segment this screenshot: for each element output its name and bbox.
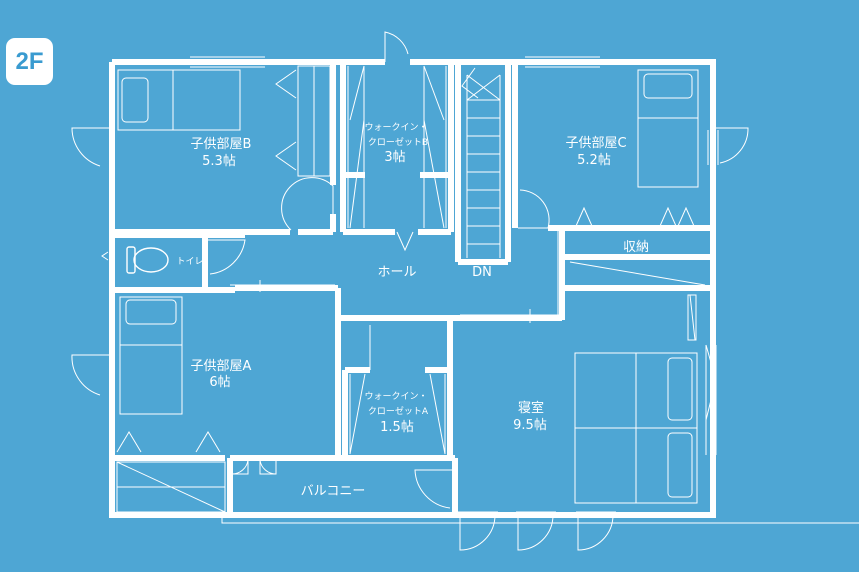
- child-room-a-size: 6帖: [209, 375, 230, 390]
- storage-label: 収納: [623, 240, 649, 255]
- floor-badge: 2F: [6, 38, 53, 85]
- child-room-a-name: 子供部屋A: [191, 359, 252, 374]
- balcony-label: バルコニー: [301, 484, 366, 499]
- stairs-label: DN: [472, 265, 492, 280]
- bedroom-name: 寝室: [518, 400, 544, 416]
- wic-b-name-1: ウォークイン・: [364, 122, 427, 133]
- wic-a-name-1: ウォークイン・: [364, 391, 427, 402]
- stair-treads: [461, 67, 501, 245]
- wic-b-size: 3帖: [384, 150, 405, 165]
- hall-label: ホール: [377, 265, 416, 280]
- wic-a-name-2: クローゼットA: [368, 405, 429, 417]
- wic-a-size: 1.5帖: [380, 420, 414, 435]
- toilet-label: トイレ: [176, 257, 203, 267]
- thin-details: [116, 56, 859, 524]
- child-room-b-name: 子供部屋B: [191, 137, 252, 152]
- room-labels: 子供部屋B 5.3帖 ウォークイン・ クローゼットB 3帖 子供部屋C 5.2帖…: [176, 122, 649, 499]
- child-room-b-size: 5.3帖: [202, 154, 236, 169]
- wic-b-name-2: クローゼットB: [368, 136, 428, 148]
- doors: [71, 31, 749, 551]
- child-room-c-size: 5.2帖: [577, 153, 611, 168]
- interior-walls: [112, 62, 713, 515]
- bedroom-size: 9.5帖: [513, 418, 547, 433]
- furniture: [101, 69, 699, 504]
- child-room-c-name: 子供部屋C: [565, 136, 626, 151]
